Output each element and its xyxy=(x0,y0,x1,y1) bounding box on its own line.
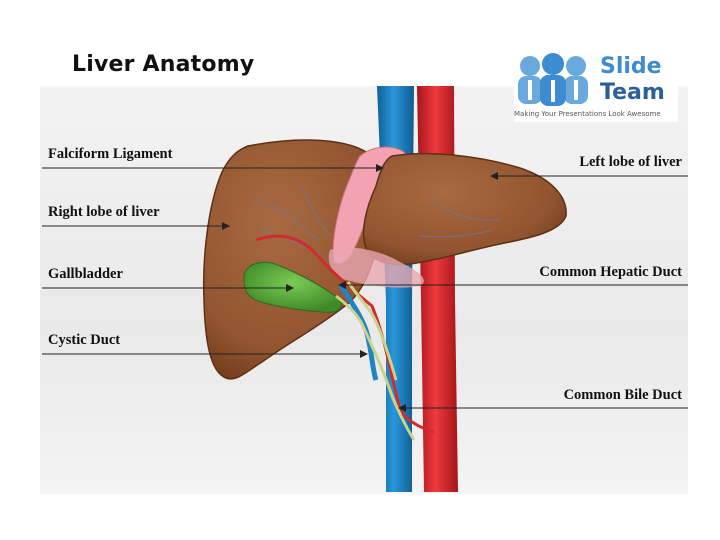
label-gallbladder: Gallbladder xyxy=(48,266,123,283)
left-lobe xyxy=(364,154,567,265)
label-common-bile-duct: Common Bile Duct xyxy=(564,387,682,404)
label-right-lobe: Right lobe of liver xyxy=(48,204,160,221)
label-falciform-ligament: Falciform Ligament xyxy=(48,146,172,163)
aorta xyxy=(417,86,458,492)
label-cystic-duct: Cystic Duct xyxy=(48,332,120,349)
label-common-hepatic-duct: Common Hepatic Duct xyxy=(539,264,682,281)
label-left-lobe: Left lobe of liver xyxy=(579,154,682,171)
